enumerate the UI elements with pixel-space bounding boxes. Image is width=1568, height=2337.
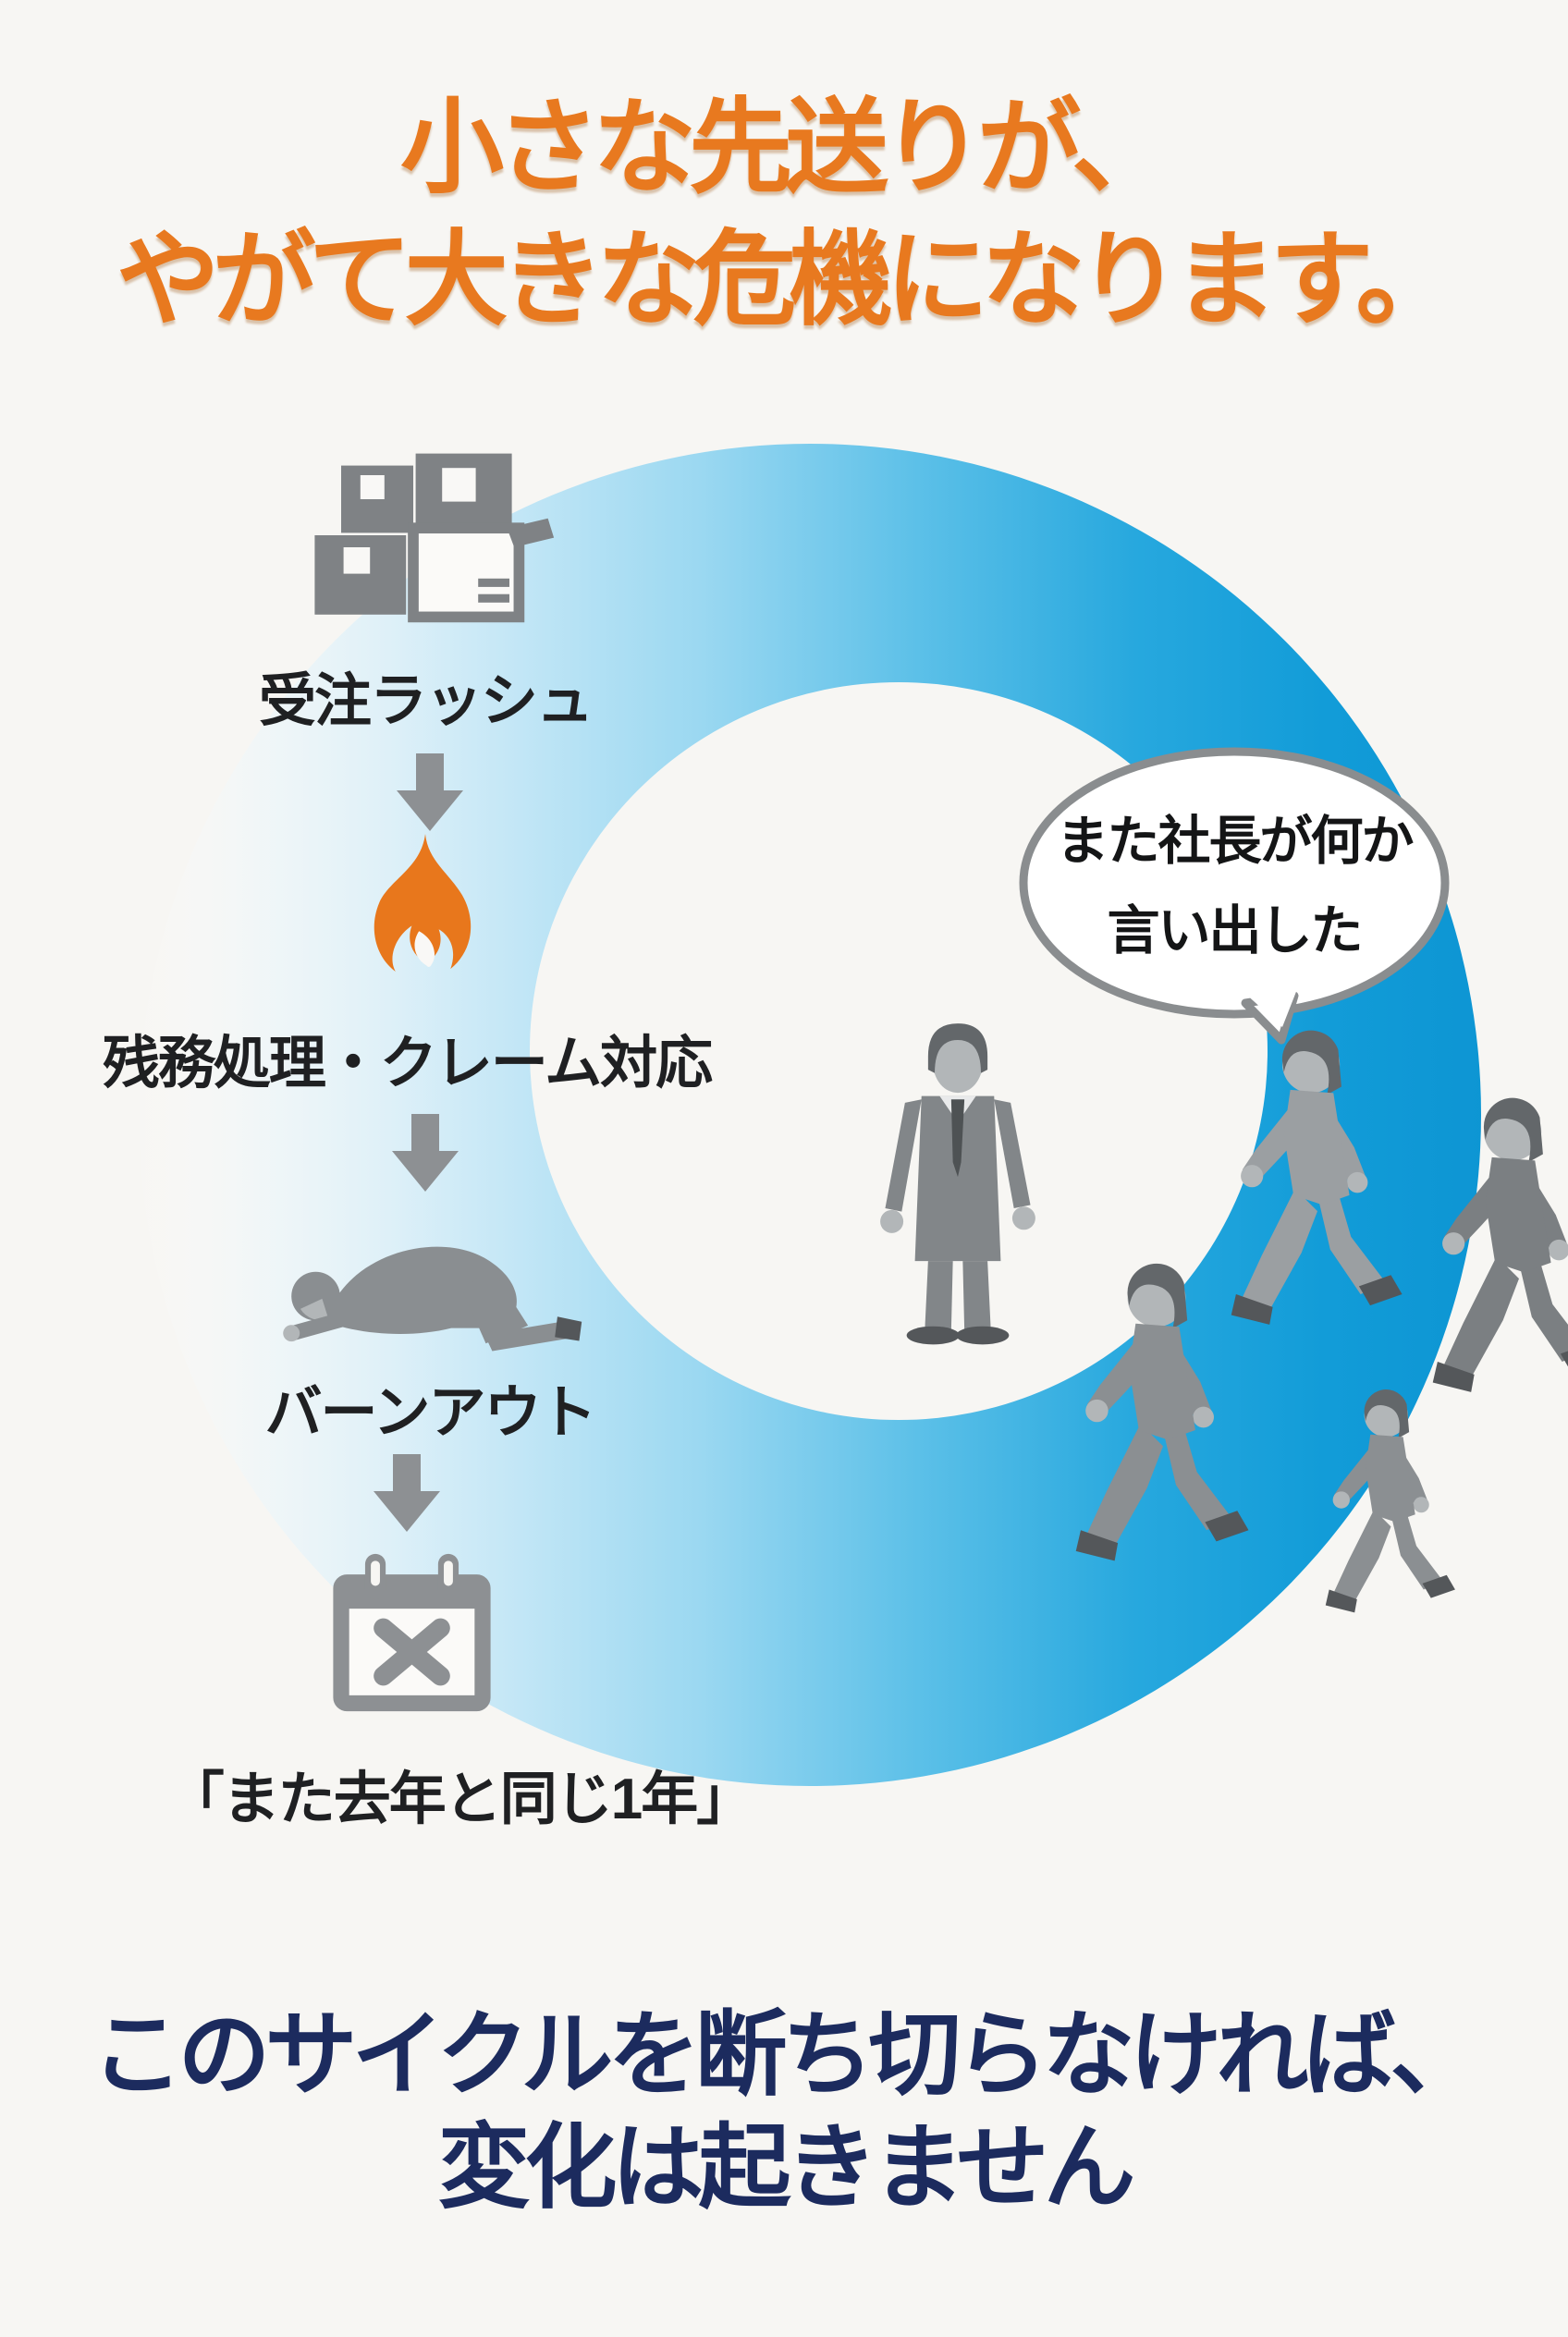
walking-person-icon: [1431, 1096, 1568, 1416]
fire-icon: [358, 832, 493, 1012]
step-label-overtime-claims: 残務処理・クレーム対応: [102, 1032, 713, 1095]
step-label-burnout: バーンアウト: [264, 1381, 597, 1445]
down-arrow-icon: [374, 1454, 440, 1532]
down-arrow-icon: [397, 753, 463, 831]
down-arrow-icon: [392, 1114, 459, 1192]
calendar-x-icon: [326, 1549, 497, 1720]
speech-bubble-line2: 言い出した: [1107, 901, 1364, 960]
closing-message-line1: このサイクルを断ち切らなければ、: [91, 2003, 1483, 2107]
walking-person-icon: [1230, 1028, 1405, 1350]
step-label-same-year: 「また去年と同じ1年」: [166, 1768, 753, 1831]
page-title: 小さな先送りが、 やがて大きな危機になります。: [0, 81, 1568, 347]
page-title-line2: やがて大きな危機になります。: [116, 222, 1460, 338]
walking-person-icon: [1074, 1261, 1252, 1586]
page-title-line1: 小さな先送りが、: [400, 90, 1175, 205]
step-label-order-rush: 受注ラッシュ: [258, 669, 594, 733]
burnout-person-icon: [277, 1209, 584, 1363]
speech-bubble-line1: また社長が何か: [1056, 812, 1415, 871]
closing-message: このサイクルを断ち切らなければ、 変化は起きません: [0, 1999, 1568, 2224]
walking-person-icon: [1324, 1389, 1458, 1631]
boxes-icon: [305, 451, 557, 643]
standing-businessman-icon: [842, 1017, 1073, 1347]
closing-message-line2: 変化は起きません: [437, 2116, 1136, 2220]
speech-bubble: [1019, 747, 1450, 1045]
